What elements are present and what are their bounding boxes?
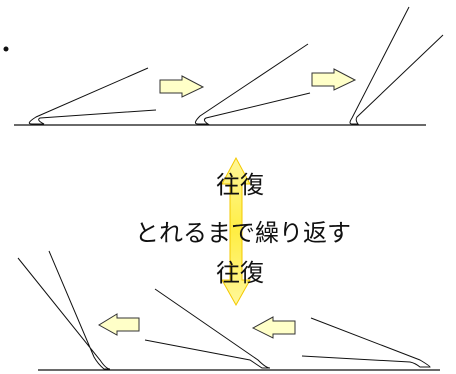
blade-pair-3 — [349, 6, 444, 125]
blade-pair-6 — [301, 317, 431, 368]
top-row — [14, 6, 444, 126]
bullet-dot — [3, 46, 9, 52]
center-double-arrow-icon — [221, 156, 251, 307]
label-middle: とれるまで繰り返す — [135, 219, 351, 247]
bottom-stage-2 — [144, 288, 271, 369]
blade-pair-5 — [144, 288, 271, 369]
top-stage-3 — [349, 6, 444, 125]
blade-pair-2 — [194, 43, 311, 125]
top-stage-1 — [28, 67, 157, 125]
right-arrow-icon-2 — [311, 68, 357, 91]
blade-pair-4 — [17, 250, 111, 370]
label-top: 往復 — [216, 171, 264, 199]
top-stage-2 — [194, 43, 311, 125]
blade-pair-1 — [28, 67, 157, 125]
right-arrow-icon-1 — [159, 75, 205, 98]
left-arrow-icon-1 — [98, 313, 140, 336]
left-arrow-icon-2 — [251, 316, 296, 339]
bottom-row — [17, 250, 440, 371]
bottom-stage-3 — [301, 317, 431, 368]
bottom-stage-1 — [17, 250, 111, 370]
label-bottom: 往復 — [216, 259, 264, 287]
